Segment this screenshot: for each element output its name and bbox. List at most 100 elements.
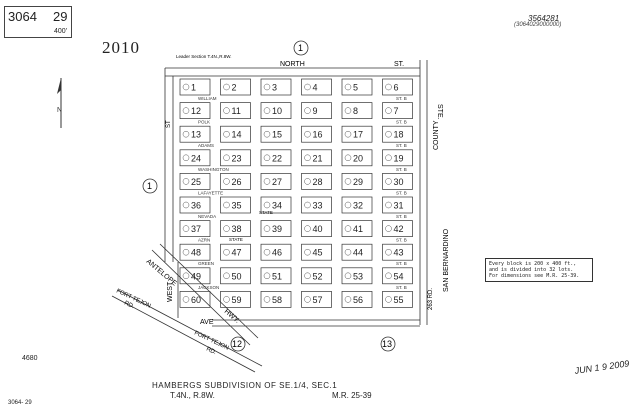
parcel-49: 49 [179, 267, 211, 285]
parcel-number: 36 [191, 201, 201, 211]
section-13-marker [380, 336, 396, 352]
parcel-number: 56 [353, 295, 363, 305]
parcel-41: 41 [341, 220, 373, 237]
parcel-number: 47 [232, 248, 242, 258]
parcel-number: 19 [394, 153, 404, 163]
parcel-36: 36 [179, 196, 211, 214]
street-263-rd: 263 RD. [428, 288, 434, 310]
section-12-marker [230, 336, 246, 352]
parcel-number: 2 [232, 83, 237, 93]
parcel-number: 45 [313, 248, 323, 258]
svg-text:N: N [57, 107, 62, 114]
state-label-2: STATE [229, 237, 243, 242]
parcel-number: 38 [232, 224, 242, 234]
parcel-number: 57 [313, 295, 323, 305]
parcel-6: 6 [382, 78, 413, 96]
parcel-37: 37 [179, 220, 211, 237]
parcel-57: 57 [301, 291, 332, 308]
street-fort-tejon-bottom-rd: RD. [205, 346, 217, 356]
map-year: 2010 [102, 38, 140, 57]
parcel-8: 8 [341, 102, 373, 119]
parcel-21: 21 [301, 149, 332, 167]
parcel-15: 15 [260, 125, 292, 143]
parcel-number: 13 [191, 130, 201, 140]
state-label-1: STATE [259, 210, 273, 215]
street-hwy: HWY. [223, 308, 241, 325]
legend-box: Every block is 200 x 400 ft., and is div… [485, 258, 593, 282]
row-street-suffix: ST. B [396, 167, 407, 172]
parcel-55: 55 [382, 291, 413, 308]
street-ave: AVE [200, 319, 214, 326]
legend-line-1: Every block is 200 x 400 ft., [489, 261, 577, 267]
row-street-label: GREEN [198, 261, 214, 266]
section-13-label: 13 [382, 339, 392, 349]
parcel-34: 34 [260, 196, 292, 214]
parcel-42: 42 [382, 220, 413, 237]
parcel-number: 10 [272, 106, 282, 116]
parcel-3: 3 [260, 78, 292, 96]
page-number: 29 [53, 9, 68, 24]
parcel-number: 33 [313, 201, 323, 211]
parcel-number: 23 [232, 153, 242, 163]
book-number: 3064 [8, 9, 37, 24]
parcel-25: 25 [179, 173, 211, 190]
parcel-number: 32 [353, 201, 363, 211]
county-word: COUNTY [433, 120, 440, 150]
section-1-label: 1 [298, 43, 303, 53]
street-fort-tejon-rd: RD. [123, 300, 135, 310]
parcel-45: 45 [301, 243, 332, 261]
parcel-4: 4 [301, 78, 332, 96]
row-street-label: POLK [198, 120, 210, 125]
parcel-number: 50 [232, 271, 242, 281]
parcel-29: 29 [341, 173, 373, 190]
row-street-label: JACKSON [198, 285, 219, 290]
parcel-number: 11 [232, 106, 241, 116]
row-street-suffix: ST. B [396, 143, 407, 148]
parcel-number: 58 [272, 295, 282, 305]
parcel-number: 22 [272, 153, 282, 163]
parcel-number: 37 [191, 224, 201, 234]
section-12-label: 12 [232, 339, 242, 349]
ref-4680: 4680 [22, 355, 38, 362]
row-street-label: AZRN [198, 238, 210, 243]
parcel-number: 25 [191, 177, 201, 187]
parcel-13: 13 [179, 125, 211, 143]
parcel-number: 24 [191, 153, 201, 163]
row-street-label: WILLIAM [198, 96, 217, 101]
parcel-56: 56 [341, 291, 373, 308]
parcel-40: 40 [301, 220, 332, 237]
parcel-number: 8 [353, 106, 358, 116]
parcel-19: 19 [382, 149, 413, 167]
parcel-number: 21 [313, 153, 323, 163]
parcel-24: 24 [179, 149, 211, 167]
row-street-label: ADAMS [198, 143, 214, 148]
parcel-2: 2 [220, 78, 251, 96]
parcel-number: 12 [191, 106, 201, 116]
county-name: SAN BERNARDINO [443, 228, 450, 292]
row-street-suffix: ST. B [396, 120, 407, 125]
parcel-32: 32 [341, 196, 373, 214]
map-reference: M.R. 25-39 [332, 391, 372, 400]
parcel-number: 26 [232, 177, 242, 187]
township-range: T.4N., R.8W. [170, 391, 215, 400]
parcel-59: 59 [220, 291, 251, 308]
parcel-18: 18 [382, 125, 413, 143]
parcel-16: 16 [301, 125, 332, 143]
parcel-number: 1 [191, 83, 196, 93]
parcel-46: 46 [260, 243, 292, 261]
parcel-number: 31 [394, 201, 404, 211]
parcel-number: 51 [272, 271, 282, 281]
parcel-1: 1 [179, 78, 211, 96]
parcel-number: 46 [272, 248, 282, 258]
parcel-52: 52 [301, 267, 332, 285]
parcel-number: 30 [394, 177, 404, 187]
leader-note: Leader Section T.4N.,R.8W. [176, 54, 231, 59]
row-street-label: NEVADA [198, 214, 216, 219]
parcel-5: 5 [341, 78, 373, 96]
parcel-12: 12 [179, 102, 211, 119]
parcel-number: 17 [353, 130, 363, 140]
parcel-number: 48 [191, 248, 201, 258]
parcel-number: 3 [272, 83, 277, 93]
section-1-left-label: 1 [147, 181, 152, 191]
parcel-number: 55 [394, 295, 404, 305]
